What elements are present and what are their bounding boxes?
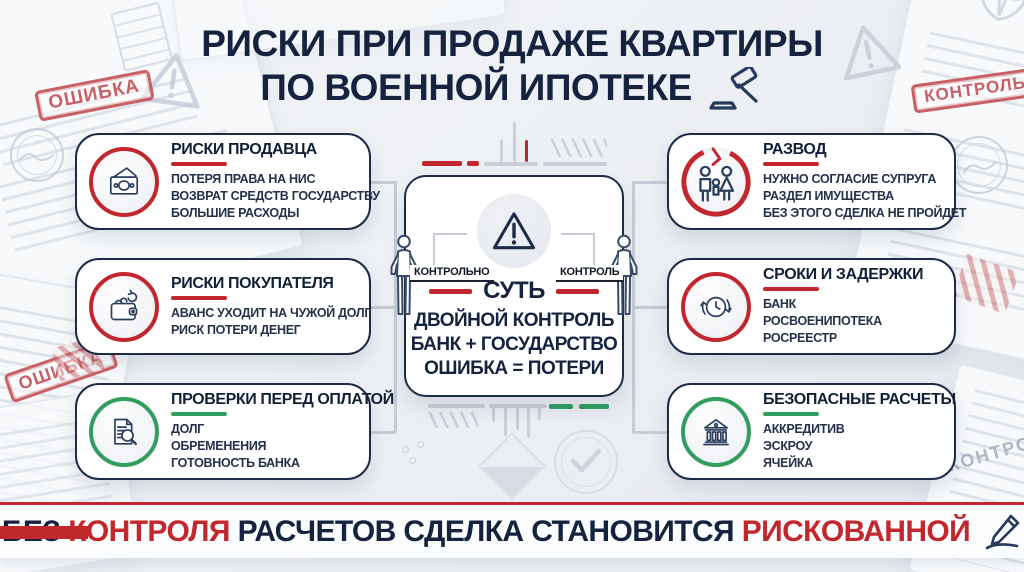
card-item: ЭСКРОУ xyxy=(763,439,813,454)
gray-tick-decoration xyxy=(489,404,547,408)
warning-triangle-icon xyxy=(477,194,551,268)
round-seal-icon xyxy=(944,130,1014,200)
pen-hand-icon xyxy=(982,512,1022,552)
title-line-2: ПО ВОЕННОЙ ИПОТЕКЕ xyxy=(260,67,692,109)
card-item: ОБРЕМЕНЕНИЯ xyxy=(171,439,267,454)
eagle-emblem-sketch xyxy=(979,0,1024,21)
card-item: БОЛЬШИЕ РАСХОДЫ xyxy=(171,205,300,220)
title-underline xyxy=(171,162,227,167)
essence-line: ДВОЙНОЙ КОНТРОЛЬ xyxy=(413,310,615,331)
gray-tick-decoration xyxy=(513,122,516,162)
footer-red-line xyxy=(0,502,1024,505)
card-title: РИСКИ ПОКУПАТЕЛЯ xyxy=(171,274,334,292)
essence-line: ОШИБКА = ПОТЕРИ xyxy=(424,357,604,379)
control-label-left: КОНТРОЛЬНО xyxy=(410,265,494,282)
gavel-icon xyxy=(709,66,758,110)
money-icon xyxy=(89,146,159,217)
title-underline xyxy=(171,412,227,417)
diamond-decoration xyxy=(478,432,546,500)
card-item: РОСРЕЕСТР xyxy=(763,330,837,345)
gray-tick-decoration xyxy=(500,140,503,162)
red-tick-decoration xyxy=(525,140,528,162)
title-underline xyxy=(763,287,819,292)
card-item: БАНК xyxy=(763,297,796,312)
hatch-decoration xyxy=(428,412,478,428)
connector-line xyxy=(633,181,667,184)
card-item: РИСК ПОТЕРИ ДЕНЕГ xyxy=(171,322,301,337)
gray-tick-decoration xyxy=(428,404,485,408)
connector-line xyxy=(370,181,396,184)
card-item: ГОТОВНОСТЬ БАНКА xyxy=(171,455,300,470)
bank-icon xyxy=(681,396,751,467)
red-tick-decoration xyxy=(467,161,479,166)
gray-tick-decoration xyxy=(538,408,541,420)
card-item: НУЖНО СОГЛАСИЕ СУПРУГА xyxy=(763,172,937,187)
red-dash xyxy=(429,288,473,294)
footer-text-highlight: КОНТРОЛЯ xyxy=(68,514,230,548)
gray-tick-decoration xyxy=(527,408,530,438)
card-checks-before-payment: ПРОВЕРКИ ПЕРЕД ОПЛАТОЙ ДОЛГ ОБРЕМЕНЕНИЯ … xyxy=(75,383,394,480)
connector-line xyxy=(633,431,667,434)
green-tick-decoration xyxy=(579,404,609,409)
title-line-1: РИСКИ ПРИ ПРОДАЖЕ КВАРТИРЫ xyxy=(201,23,823,64)
card-safe-settlements: БЕЗОПАСНЫЕ РАСЧЕТЫ АККРЕДИТИВ ЭСКРОУ ЯЧЕ… xyxy=(667,383,956,480)
card-item: РАЗДЕЛ ИМУЩЕСТВА xyxy=(763,189,894,204)
card-item: ДОЛГ xyxy=(171,422,204,437)
dot-decoration xyxy=(417,441,424,448)
card-seller-risks: РИСКИ ПРОДАВЦА ПОТЕРЯ ПРАВА НА НИС ВОЗВР… xyxy=(75,133,380,230)
wallet-icon xyxy=(89,271,159,342)
card-item: ВОЗВРАТ СРЕДСТВ ГОСУДАРСТВУ xyxy=(171,189,380,204)
bracket-decoration xyxy=(561,233,595,267)
card-buyer-risks: РИСКИ ПОКУПАТЕЛЯ АВАНС УХОДИТ НА ЧУЖОЙ Д… xyxy=(75,258,371,355)
gray-tick-decoration xyxy=(543,162,607,166)
card-title: РИСКИ ПРОДАВЦА xyxy=(171,141,317,159)
connector-line xyxy=(633,306,667,309)
gray-tick-decoration xyxy=(516,408,519,430)
check-badge-decoration xyxy=(554,430,618,494)
connector-line xyxy=(370,431,396,434)
gray-tick-decoration xyxy=(504,408,507,436)
warning-triangle-sketch xyxy=(139,53,200,109)
card-item: ЯЧЕЙКА xyxy=(763,455,813,470)
footer-banner: БЕЗ КОНТРОЛЯ РАСЧЕТОВ СДЕЛКА СТАНОВИТСЯ … xyxy=(0,505,1024,558)
footer-text-highlight: РИСКОВАННОЙ xyxy=(741,514,971,548)
title-underline xyxy=(171,295,227,300)
bracket-decoration xyxy=(433,233,467,267)
dot-decoration xyxy=(402,446,409,453)
clock-arrows-icon xyxy=(681,271,751,342)
warning-triangle-sketch xyxy=(843,25,902,81)
control-label-right: КОНТРОЛЬ xyxy=(556,265,624,282)
card-title: СРОКИ И ЗАДЕРЖКИ xyxy=(763,266,924,284)
document-search-icon xyxy=(89,396,159,467)
broken-family-icon xyxy=(681,146,751,217)
card-item: БЕЗ ЭТОГО СДЕЛКА НЕ ПРОЙДЕТ xyxy=(763,205,967,220)
card-item: РОСВОЕНИПОТЕКА xyxy=(763,314,882,329)
card-item: АВАНС УХОДИТ НА ЧУЖОЙ ДОЛГ xyxy=(171,305,372,320)
center-essence-card: СУТЬ ДВОЙНОЙ КОНТРОЛЬ БАНК + ГОСУДАРСТВО… xyxy=(404,175,624,397)
title-underline xyxy=(763,162,819,167)
card-item: ПОТЕРЯ ПРАВА НА НИС xyxy=(171,172,316,187)
red-tick-decoration xyxy=(422,161,462,166)
gray-tick-decoration xyxy=(492,408,495,422)
round-seal-icon xyxy=(10,128,64,182)
document-sketch xyxy=(840,0,1024,371)
connector-line xyxy=(370,306,396,309)
gray-tick-decoration xyxy=(484,162,538,166)
card-divorce: РАЗВОД НУЖНО СОГЛАСИЕ СУПРУГА РАЗДЕЛ ИМУ… xyxy=(667,133,967,230)
footer-text: БЕЗ КОНТРОЛЯ РАСЧЕТОВ СДЕЛКА СТАНОВИТСЯ … xyxy=(2,514,971,549)
page-title: РИСКИ ПРИ ПРОДАЖЕ КВАРТИРЫ ПО ВОЕННОЙ ИП… xyxy=(0,22,1024,111)
essence-line: БАНК + ГОСУДАРСТВО xyxy=(410,333,618,355)
footer-text-part: РАСЧЕТОВ СДЕЛКА СТАНОВИТСЯ xyxy=(229,514,742,548)
dot-decoration xyxy=(409,457,416,464)
title-underline xyxy=(763,412,819,417)
card-title: РАЗВОД xyxy=(763,141,827,159)
card-timing-delays: СРОКИ И ЗАДЕРЖКИ БАНК РОСВОЕНИПОТЕКА РОС… xyxy=(667,258,956,355)
card-title: БЕЗОПАСНЫЕ РАСЧЕТЫ xyxy=(763,391,956,409)
green-tick-decoration xyxy=(549,404,573,409)
card-title: ПРОВЕРКИ ПЕРЕД ОПЛАТОЙ xyxy=(171,391,394,409)
hatch-decoration xyxy=(551,139,607,157)
footer-red-bar xyxy=(0,526,88,539)
red-dash xyxy=(555,288,599,294)
card-item: АККРЕДИТИВ xyxy=(763,422,845,437)
